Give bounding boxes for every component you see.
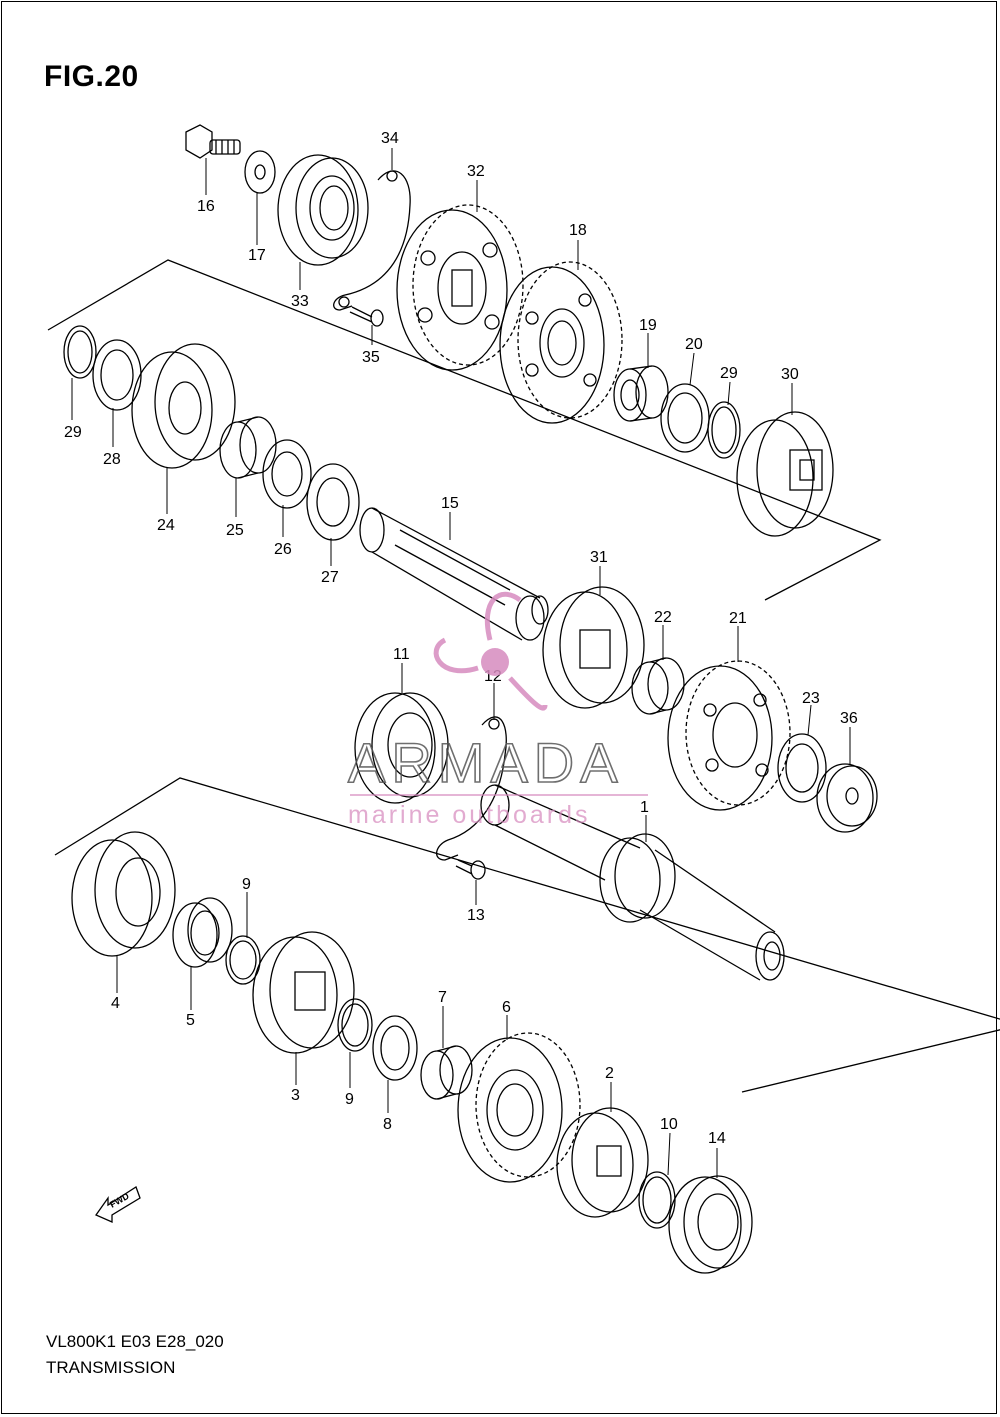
part-33-bearing <box>277 154 369 266</box>
part-21-gear <box>667 660 791 811</box>
callout-32: 32 <box>467 163 485 180</box>
callout-35: 35 <box>362 349 380 366</box>
callout-9-lower: 9 <box>345 1091 354 1108</box>
callout-9-upper: 9 <box>242 876 251 893</box>
part-10-circlip <box>638 1171 676 1229</box>
callout-5: 5 <box>186 1012 195 1029</box>
part-36-bearing <box>816 763 878 833</box>
callout-17: 17 <box>248 247 266 264</box>
callout-31: 31 <box>590 549 608 566</box>
callout-16: 16 <box>197 198 215 215</box>
callout-10: 10 <box>660 1116 678 1133</box>
part-2-gear <box>556 1107 649 1218</box>
watermark-tagline: marine outboards <box>348 801 591 829</box>
callout-29-left: 29 <box>64 424 82 441</box>
part-9-circlip-right <box>337 998 373 1052</box>
part-29-circlip-right <box>707 401 741 459</box>
callout-4: 4 <box>111 995 120 1012</box>
part-27-washer <box>306 463 360 541</box>
part-14-bearing <box>668 1175 753 1274</box>
part-34-bearing-retainer <box>333 170 411 311</box>
callout-24: 24 <box>157 517 175 534</box>
callout-33: 33 <box>291 293 309 310</box>
part-15-countershaft <box>359 507 549 641</box>
part-8-washer <box>372 1015 418 1081</box>
callout-6: 6 <box>502 999 511 1016</box>
part-22-bushing <box>631 657 685 715</box>
fwd-arrow-icon <box>95 1186 141 1223</box>
callout-23: 23 <box>802 690 820 707</box>
part-35-screw <box>349 306 384 327</box>
leader-lines <box>71 148 851 1178</box>
callout-20: 20 <box>685 336 703 353</box>
part-26-washer <box>262 439 312 509</box>
callout-28: 28 <box>103 451 121 468</box>
part-16-bolt <box>185 124 241 159</box>
part-30-gear <box>736 411 834 537</box>
part-11-bearing <box>354 692 449 804</box>
part-9-circlip-left <box>225 935 261 985</box>
part-13-screw <box>455 859 486 880</box>
watermark: ARMADA marine outboards <box>347 591 648 829</box>
callout-2: 2 <box>605 1065 614 1082</box>
part-7-bushing <box>420 1045 473 1100</box>
callout-15: 15 <box>441 495 459 512</box>
part-17-washer <box>244 150 276 194</box>
part-31-gear <box>542 586 645 709</box>
callout-22: 22 <box>654 609 672 626</box>
callout-8: 8 <box>383 1116 392 1133</box>
part-18-gear <box>499 261 623 424</box>
part-25-bushing <box>219 416 277 479</box>
callout-18: 18 <box>569 222 587 239</box>
part-4-gear <box>71 831 176 957</box>
callout-7: 7 <box>438 989 447 1006</box>
callout-3: 3 <box>291 1087 300 1104</box>
callout-19: 19 <box>639 317 657 334</box>
part-6-gear <box>457 1032 581 1183</box>
callout-21: 21 <box>729 610 747 627</box>
callout-13: 13 <box>467 907 485 924</box>
part-5-bushing <box>172 897 233 968</box>
watermark-brand: ARMADA <box>348 731 624 794</box>
callout-numbers: 1 2 3 4 5 6 7 8 9 9 10 11 12 13 14 15 16… <box>64 130 858 1147</box>
callout-25: 25 <box>226 522 244 539</box>
part-23-washer <box>777 733 827 803</box>
callout-1: 1 <box>640 799 649 816</box>
callout-14: 14 <box>708 1130 726 1147</box>
callout-11: 11 <box>393 646 410 663</box>
callout-27: 27 <box>321 569 339 586</box>
figure-name: TRANSMISSION <box>46 1358 176 1377</box>
callout-34: 34 <box>381 130 399 147</box>
figure-title: FIG.20 <box>44 60 139 93</box>
callout-30: 30 <box>781 366 799 383</box>
callout-29-right: 29 <box>720 365 738 382</box>
part-19-bushing <box>613 365 669 422</box>
figure-code: VL800K1 E03 E28_020 <box>46 1332 224 1351</box>
part-28-washer <box>92 339 142 411</box>
callout-36: 36 <box>840 710 858 727</box>
driveshaft-group-outline <box>54 777 1000 1020</box>
part-3-gear <box>252 931 355 1054</box>
part-32-gear <box>396 204 524 371</box>
callout-26: 26 <box>274 541 292 558</box>
part-24-gear <box>131 343 236 469</box>
countershaft-group-outline <box>47 259 882 601</box>
part-29-circlip-left <box>63 325 97 379</box>
part-20-washer <box>660 383 710 453</box>
part-1-driveshaft <box>480 784 785 981</box>
watermark-propeller-icon <box>433 591 548 711</box>
